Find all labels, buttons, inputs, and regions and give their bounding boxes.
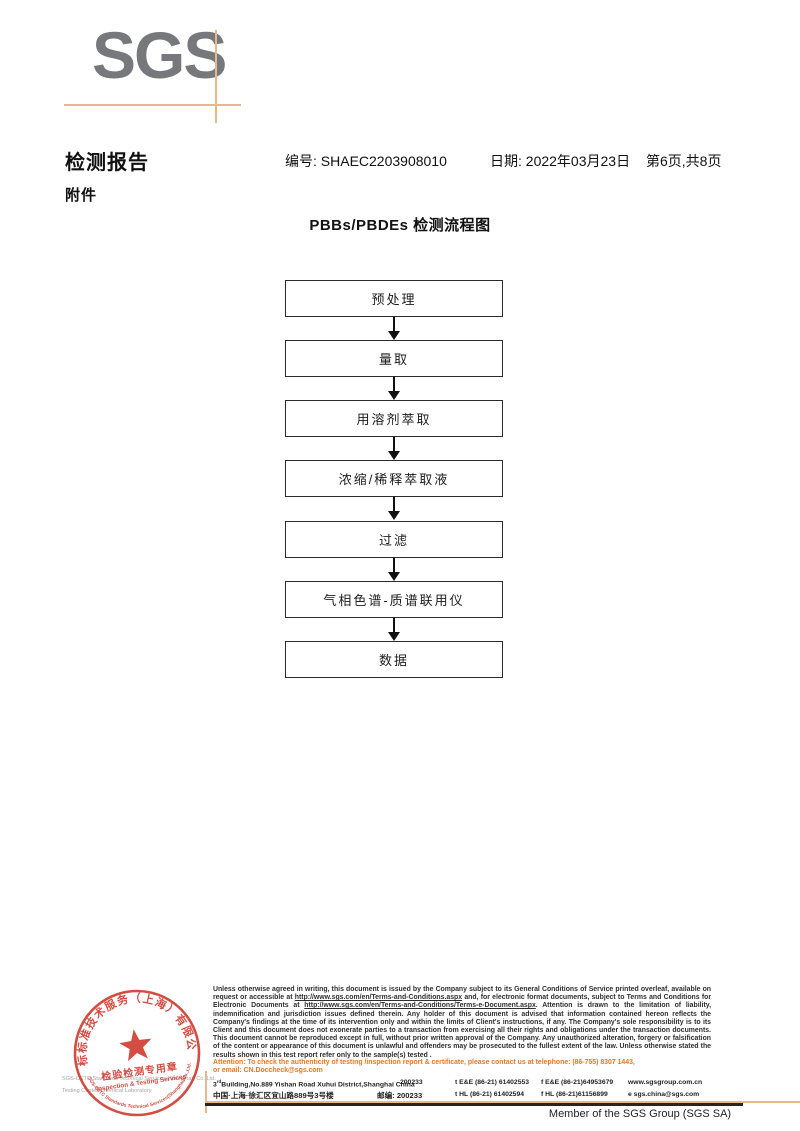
flow-step-measure: 量取: [285, 340, 503, 377]
inspection-stamp: 通标标准技术服务（上海）有限公司 SGS-CSTC Standards Tech…: [54, 968, 204, 1120]
disclaimer-part2: and, for electronic format documents, su…: [213, 994, 712, 1010]
page-title: 检测报告: [65, 152, 149, 174]
address-en: 3rdBuilding,No.889 Yishan Road Xuhui Dis…: [213, 1079, 415, 1088]
disclaimer-text: Unless otherwise agreed in writing, this…: [213, 986, 711, 1060]
footer-dark-rule: [205, 1103, 743, 1106]
footer-tan-rule: [205, 1100, 800, 1103]
attachment-label: 附件: [65, 187, 98, 204]
email[interactable]: e sgs.china@sgs.com: [628, 1091, 700, 1098]
address-en-num: 3: [213, 1081, 217, 1089]
down-arrow-icon: [387, 377, 401, 400]
report-number: 编号: SHAEC2203908010: [285, 153, 447, 169]
down-arrow-icon: [387, 618, 401, 641]
fax-en: f E&E (86-21)64953679: [541, 1079, 614, 1086]
footer-vertical-rule: [205, 1071, 207, 1113]
attention-notice: Attention: To check the authenticity of …: [213, 1059, 711, 1076]
flow-step-label: 浓缩/稀释萃取液: [338, 472, 450, 487]
stamp-seal-icon: 通标标准技术服务（上海）有限公司 SGS-CSTC Standards Tech…: [54, 968, 201, 1117]
terms-link[interactable]: http://www.sgs.com/en/Terms-and-Conditio…: [294, 994, 463, 1002]
logo-horizontal-rule: [64, 104, 241, 106]
flow-step-data: 数据: [285, 641, 503, 678]
postcode-en: 200233: [400, 1079, 423, 1086]
flow-step-label: 预处理: [371, 292, 417, 307]
phone-cn: t HL (86-21) 61402594: [455, 1091, 525, 1098]
website[interactable]: www.sgsgroup.com.cn: [628, 1079, 703, 1086]
flow-step-pretreatment: 预处理: [285, 280, 503, 317]
company-name-line: SGS-CSTC Standards Technical Services (S…: [62, 1076, 216, 1082]
flow-step-label: 过滤: [378, 533, 409, 548]
attention-line2: or email: CN.Doccheck@sgs.com: [213, 1067, 323, 1075]
page-indicator: 第6页,共8页: [646, 153, 722, 169]
flow-step-solvent-extraction: 用溶剂萃取: [285, 400, 503, 437]
address-cn: 中国·上海·徐汇区宜山路889号3号楼: [213, 1091, 334, 1100]
report-date: 日期: 2022年03月23日: [490, 153, 631, 169]
fax-cn: f HL (86-21)61156899: [541, 1091, 608, 1098]
phone-en: t E&E (86-21) 61402553: [455, 1079, 530, 1086]
company-lab-line: Testing Center-Chemical Laboratory: [62, 1088, 152, 1094]
down-arrow-icon: [387, 437, 401, 460]
down-arrow-icon: [387, 497, 401, 520]
sgs-logo: SGS: [92, 18, 227, 92]
flowchart-title: PBBs/PBDEs 检测流程图: [309, 217, 491, 234]
postcode-cn: 邮编: 200233: [377, 1091, 423, 1100]
flow-step-label: 数据: [378, 653, 409, 668]
stamp-star-icon: [119, 1029, 152, 1062]
stamp-ring-text-top: 通标标准技术服务（上海）有限公司: [54, 968, 199, 1069]
address-en-sup: rd: [216, 1079, 222, 1084]
flow-step-label: 气相色谱-质谱联用仪: [323, 593, 465, 608]
flow-step-label: 用溶剂萃取: [356, 412, 432, 427]
flow-step-concentrate-dilute: 浓缩/稀释萃取液: [285, 460, 503, 497]
address-en-rest: Building,No.889 Yishan Road Xuhui Distri…: [221, 1081, 415, 1089]
svg-text:通标标准技术服务（上海）有限公司: 通标标准技术服务（上海）有限公司: [70, 986, 199, 1070]
flow-step-filter: 过滤: [285, 521, 503, 558]
member-of-sgs-group: Member of the SGS Group (SGS SA): [548, 1108, 732, 1120]
disclaimer-part3: . Attention is drawn to the limitation o…: [213, 1002, 711, 1059]
down-arrow-icon: [387, 558, 401, 581]
flow-step-gcms: 气相色谱-质谱联用仪: [285, 581, 503, 618]
attention-line1: Attention: To check the authenticity of …: [213, 1059, 635, 1066]
logo-vertical-rule: [215, 30, 217, 123]
down-arrow-icon: [387, 317, 401, 340]
flow-step-label: 量取: [378, 352, 409, 367]
terms-e-document-link[interactable]: http://www.sgs.com/en/Terms-and-Conditio…: [304, 1002, 536, 1010]
disclaimer-part1: Unless otherwise agreed in writing, this…: [213, 986, 711, 1002]
